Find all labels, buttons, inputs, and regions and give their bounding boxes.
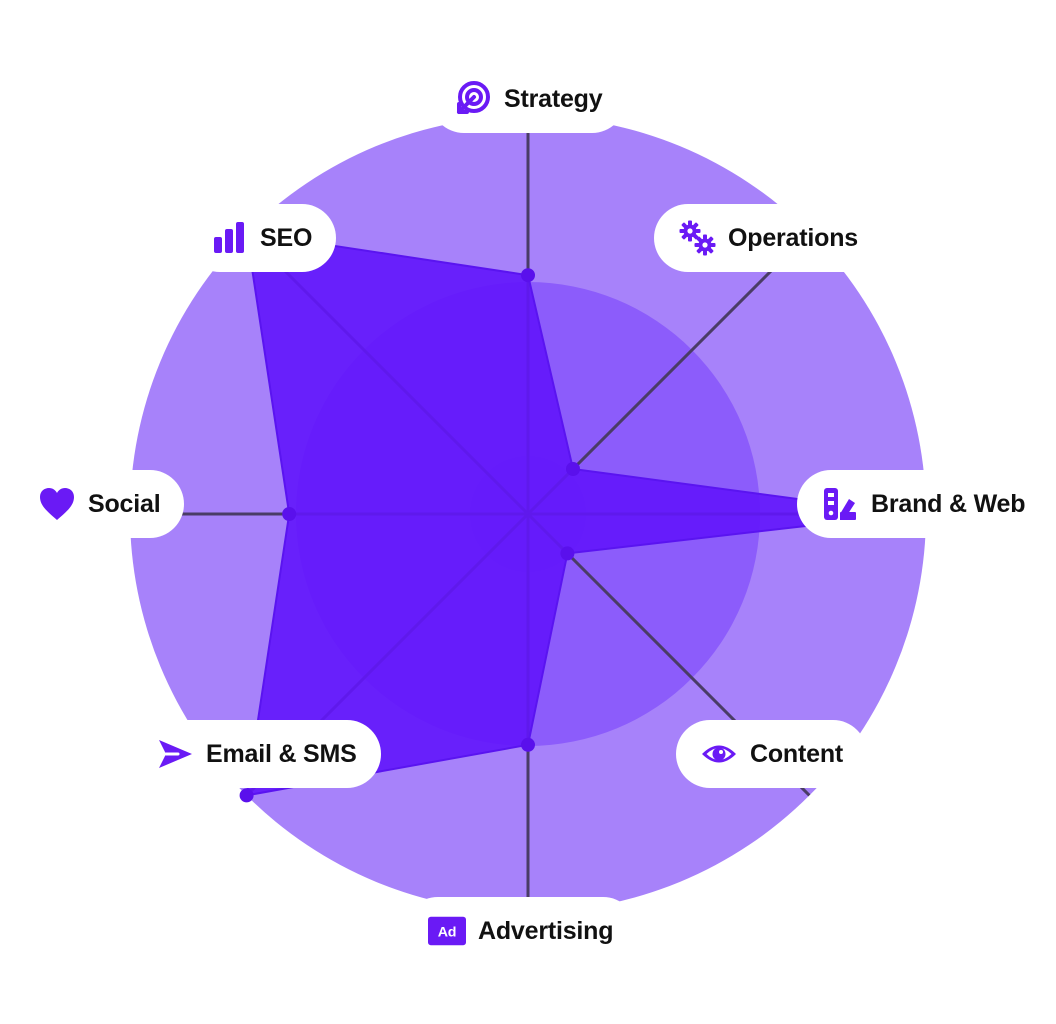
- axis-label-text: SEO: [260, 223, 313, 252]
- target-arrow-icon: [454, 80, 492, 118]
- data-point-advertising: [521, 737, 535, 752]
- axis-label-email-sms: Email & SMS: [132, 720, 381, 788]
- axis-label-advertising: Ad Advertising: [404, 897, 638, 965]
- axis-label-text: Content: [750, 739, 844, 768]
- axis-label-social: Social: [14, 470, 185, 538]
- axis-label-text: Social: [88, 489, 161, 518]
- data-point-operations: [566, 462, 580, 476]
- axis-label-text: Strategy: [504, 84, 603, 113]
- axis-label-text: Advertising: [478, 916, 614, 945]
- heart-icon: [38, 485, 76, 523]
- axis-label-brand-web: Brand & Web: [797, 470, 1046, 538]
- data-point-social: [282, 507, 297, 521]
- axis-label-content: Content: [676, 720, 868, 788]
- bar-chart-icon: [210, 219, 248, 257]
- send-arrow-icon: [156, 735, 194, 773]
- axis-label-text: Email & SMS: [206, 739, 357, 768]
- data-point-email-sms: [239, 788, 254, 803]
- data-point-strategy: [521, 268, 535, 283]
- axis-label-text: Brand & Web: [871, 489, 1026, 518]
- data-point-content: [560, 546, 575, 561]
- gears-icon: [678, 219, 716, 257]
- axis-label-strategy: Strategy: [430, 65, 627, 133]
- ad-badge-icon: Ad: [428, 912, 466, 950]
- axis-label-text: Operations: [728, 223, 858, 252]
- swatch-palette-icon: [821, 485, 859, 523]
- eye-icon: [700, 735, 738, 773]
- ad-badge-text: Ad: [438, 925, 457, 941]
- axis-label-operations: Operations: [654, 204, 882, 272]
- axis-label-seo: SEO: [186, 204, 337, 272]
